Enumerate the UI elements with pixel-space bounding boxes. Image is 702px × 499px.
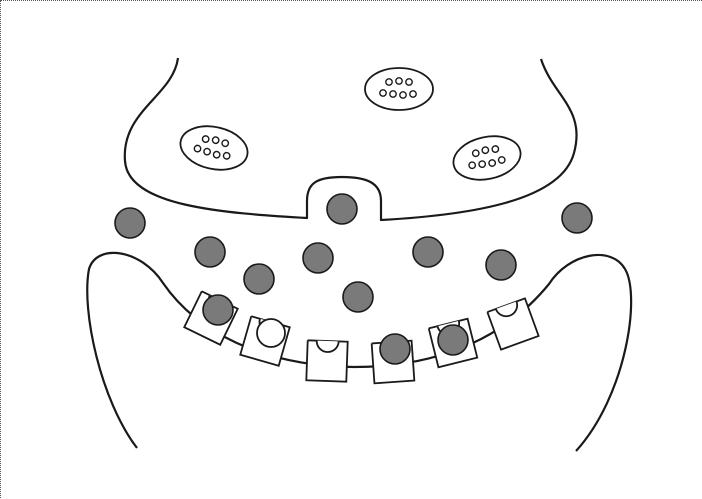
vesicle-neurotransmitter-dot — [212, 136, 220, 144]
synaptic-vesicle-membrane — [176, 120, 251, 175]
receptor-site — [487, 298, 538, 349]
synaptic-vesicle — [365, 68, 433, 110]
vesicle-neurotransmitter-dot — [221, 139, 229, 147]
vesicle-neurotransmitter-dot — [213, 151, 221, 159]
vesicle-neurotransmitter-dot — [400, 92, 406, 98]
neurotransmitter-molecule — [562, 203, 592, 233]
neurotransmitter-molecule — [303, 243, 333, 273]
vesicle-neurotransmitter-dot — [498, 156, 506, 164]
vesicle-neurotransmitter-dot — [202, 135, 210, 143]
synaptic-vesicle — [176, 120, 251, 175]
neurotransmitter-molecule — [486, 250, 516, 280]
synaptic-vesicle-membrane — [365, 68, 433, 110]
vesicle-neurotransmitter-dot — [396, 78, 402, 84]
vesicle-neurotransmitter-dot — [380, 90, 386, 96]
vesicle-neurotransmitter-dot — [482, 146, 490, 154]
neurotransmitter-molecule — [438, 325, 468, 355]
vesicle-neurotransmitter-dot — [406, 79, 412, 85]
neurotransmitter-molecule — [203, 295, 233, 325]
vesicle-neurotransmitter-dot — [386, 79, 392, 85]
neurotransmitter-molecule — [244, 264, 274, 294]
receptor-ligand-unbound — [257, 319, 285, 347]
neurotransmitter-molecule — [380, 334, 410, 364]
neurotransmitter-molecule — [195, 237, 225, 267]
neurotransmitter-molecule — [413, 237, 443, 267]
vesicle-neurotransmitter-dot — [203, 148, 211, 156]
vesicle-neurotransmitter-dot — [410, 91, 416, 97]
vesicle-neurotransmitter-dot — [223, 152, 231, 160]
neurotransmitter-molecule — [327, 194, 357, 224]
vesicle-neurotransmitter-dot — [488, 159, 496, 167]
neurotransmitter-molecule — [343, 282, 373, 312]
vesicle-neurotransmitter-dot — [472, 149, 480, 157]
vesicle-neurotransmitter-dot — [478, 160, 486, 168]
vesicle-neurotransmitter-dot — [194, 145, 202, 153]
receptor-site — [306, 340, 347, 381]
synaptic-vesicle — [449, 130, 524, 185]
vesicle-neurotransmitter-dot — [468, 161, 476, 169]
vesicle-neurotransmitter-dot — [492, 145, 500, 153]
neurotransmitter-molecule — [115, 208, 145, 238]
synaptic-vesicles — [176, 68, 524, 186]
synaptic-vesicle-membrane — [449, 130, 524, 185]
vesicle-neurotransmitter-dot — [390, 91, 396, 97]
